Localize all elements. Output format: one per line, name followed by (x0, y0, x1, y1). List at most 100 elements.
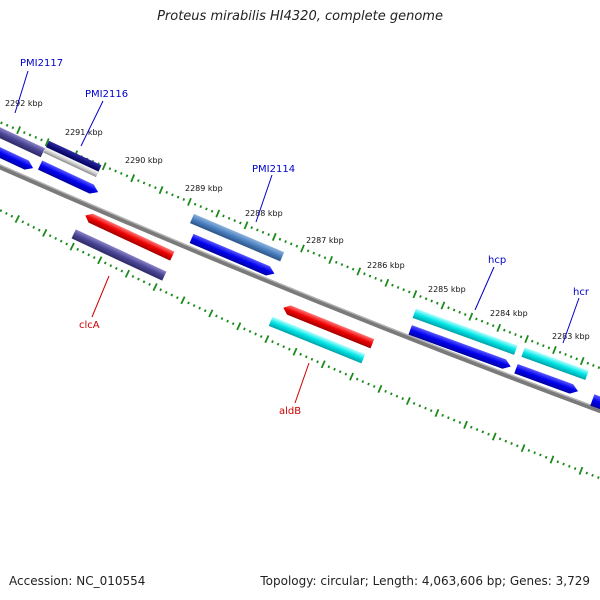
minor-tick (374, 276, 377, 280)
minor-tick (430, 299, 433, 303)
minor-tick (48, 234, 52, 238)
minor-tick (424, 406, 427, 410)
major-tick (208, 309, 214, 318)
minor-tick (109, 264, 113, 268)
gene-arrow[interactable] (408, 325, 512, 371)
gene-arrow[interactable] (83, 211, 175, 261)
minor-tick (170, 293, 174, 297)
minor-tick (154, 186, 157, 190)
minor-tick (284, 240, 287, 244)
minor-tick (65, 242, 69, 246)
minor-tick (0, 121, 3, 125)
minor-tick (10, 214, 14, 218)
minor-tick (114, 169, 117, 173)
minor-tick (76, 247, 80, 251)
gene-arrow[interactable] (189, 233, 277, 278)
minor-tick (408, 290, 411, 294)
kbp-label: 2287 kbp (306, 236, 344, 245)
major-tick (328, 255, 334, 265)
minor-tick (333, 367, 336, 371)
minor-tick (592, 363, 595, 367)
gene-arrow[interactable] (281, 303, 375, 349)
gene-feature[interactable] (521, 347, 589, 380)
minor-tick (192, 304, 196, 308)
minor-tick (259, 335, 263, 339)
major-tick (292, 347, 298, 356)
major-tick (236, 322, 242, 331)
minor-tick (597, 476, 600, 479)
major-tick (440, 301, 446, 310)
minor-tick (278, 237, 282, 241)
major-tick (101, 162, 107, 171)
minor-tick (227, 216, 231, 220)
minor-tick (514, 333, 517, 337)
gene-label-aldb: aldB (279, 406, 301, 417)
gene-label-pmi2116: PMI2116 (85, 89, 128, 100)
minor-tick (243, 327, 246, 331)
minor-tick (148, 282, 151, 286)
minor-tick (508, 330, 512, 334)
gene-feature[interactable] (43, 140, 102, 178)
minor-tick (254, 332, 257, 336)
minor-tick (401, 397, 404, 401)
kbp-label: 2284 kbp (490, 309, 528, 318)
minor-tick (429, 409, 433, 413)
minor-tick (81, 250, 85, 254)
minor-tick (527, 448, 531, 452)
minor-tick (544, 455, 548, 459)
minor-tick (363, 272, 366, 276)
minor-tick (28, 133, 32, 137)
minor-tick (40, 138, 43, 142)
kbp-label: 2291 kbp (65, 128, 103, 137)
minor-tick (379, 279, 383, 283)
gene-arrow[interactable] (37, 160, 100, 197)
minor-tick (536, 341, 540, 345)
minor-tick (87, 253, 91, 257)
minor-tick (412, 401, 416, 405)
minor-tick (220, 317, 224, 321)
minor-tick (108, 167, 112, 171)
gene-feature[interactable] (412, 308, 518, 355)
minor-tick (103, 261, 107, 265)
major-tick (264, 335, 270, 344)
major-tick (97, 256, 103, 265)
minor-tick (137, 277, 140, 281)
minor-tick (419, 295, 422, 298)
minor-tick (510, 442, 513, 445)
major-tick (69, 242, 75, 251)
major-tick (130, 174, 136, 183)
gene-feature[interactable] (0, 123, 45, 158)
kbp-label: 2283 kbp (552, 332, 590, 341)
minor-tick (5, 211, 8, 215)
minor-tick (26, 223, 30, 227)
major-tick (377, 384, 383, 393)
minor-tick (164, 290, 168, 294)
minor-tick (256, 228, 259, 232)
minor-tick (222, 214, 225, 218)
minor-tick (114, 266, 118, 270)
kbp-label: 2289 kbp (185, 184, 223, 193)
major-tick (463, 420, 468, 429)
minor-tick (396, 285, 400, 289)
gene-feature[interactable] (190, 213, 285, 262)
major-tick (579, 357, 585, 366)
minor-tick (187, 301, 190, 305)
minor-tick (34, 135, 38, 139)
minor-tick (193, 202, 197, 206)
minor-tick (233, 219, 237, 223)
minor-tick (575, 357, 578, 361)
minor-tick (92, 256, 96, 260)
minor-tick (318, 253, 321, 257)
gene-feature[interactable] (71, 229, 167, 281)
gene-feature[interactable] (268, 316, 366, 364)
minor-tick (176, 296, 179, 300)
genome-backbone-highlight (0, 164, 600, 410)
major-tick (578, 466, 584, 475)
minor-tick (282, 345, 286, 349)
gene-label-clca: clcA (79, 320, 100, 331)
minor-tick (384, 389, 387, 393)
minor-tick (458, 421, 462, 424)
gene-arrow[interactable] (514, 364, 579, 396)
gene-arrow[interactable] (0, 133, 35, 173)
